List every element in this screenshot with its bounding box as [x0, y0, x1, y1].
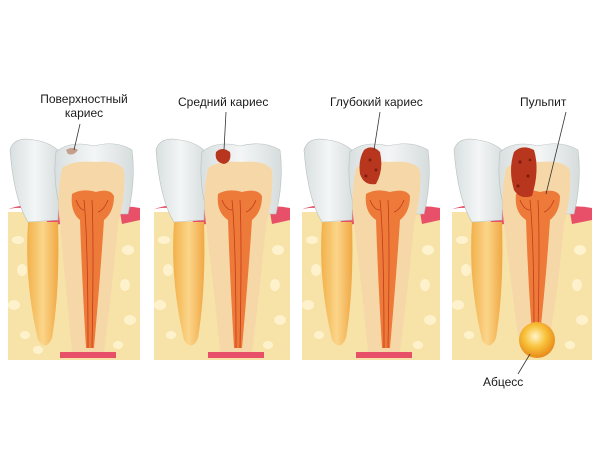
- label-superficial-caries: Поверхностный кариес: [32, 92, 136, 120]
- pulp: [365, 190, 410, 348]
- label-superficial-caries-line1: Поверхностный: [40, 92, 128, 106]
- back-root: [27, 222, 59, 346]
- pulp: [217, 190, 262, 348]
- back-root: [471, 222, 503, 346]
- caries-lesion: [215, 149, 231, 164]
- abscess-pointer-line: [517, 353, 531, 375]
- caries-lesion: [359, 147, 382, 185]
- tooth-medium-caries: [152, 111, 290, 360]
- back-crown: [303, 138, 355, 223]
- pointer-line: [223, 111, 227, 151]
- label-pulpitis: Пульпит: [520, 95, 567, 109]
- back-root: [173, 222, 205, 346]
- label-medium-caries: Средний кариес: [178, 95, 269, 109]
- tooth-pulpitis: [450, 111, 592, 375]
- pointer-line: [373, 111, 381, 151]
- pulp: [515, 190, 560, 334]
- root-apex-vessel: [60, 352, 116, 358]
- label-abscess: Абцесс: [483, 375, 524, 389]
- back-crown: [155, 138, 207, 223]
- tooth-deep-caries: [300, 111, 440, 360]
- label-superficial-caries-line2: кариес: [64, 106, 104, 120]
- tooth-superficial-caries: [6, 123, 140, 360]
- abscess: [519, 322, 555, 358]
- caries-lesion: [66, 148, 78, 155]
- pointer-line: [73, 123, 81, 151]
- caries-lesion: [511, 147, 537, 198]
- label-deep-caries: Глубокий кариес: [330, 95, 423, 109]
- pointer-line: [545, 111, 567, 195]
- back-crown: [453, 138, 505, 223]
- root-apex-vessel: [356, 352, 412, 358]
- root-apex-vessel: [208, 352, 264, 358]
- back-crown: [9, 138, 61, 223]
- back-root: [321, 222, 353, 346]
